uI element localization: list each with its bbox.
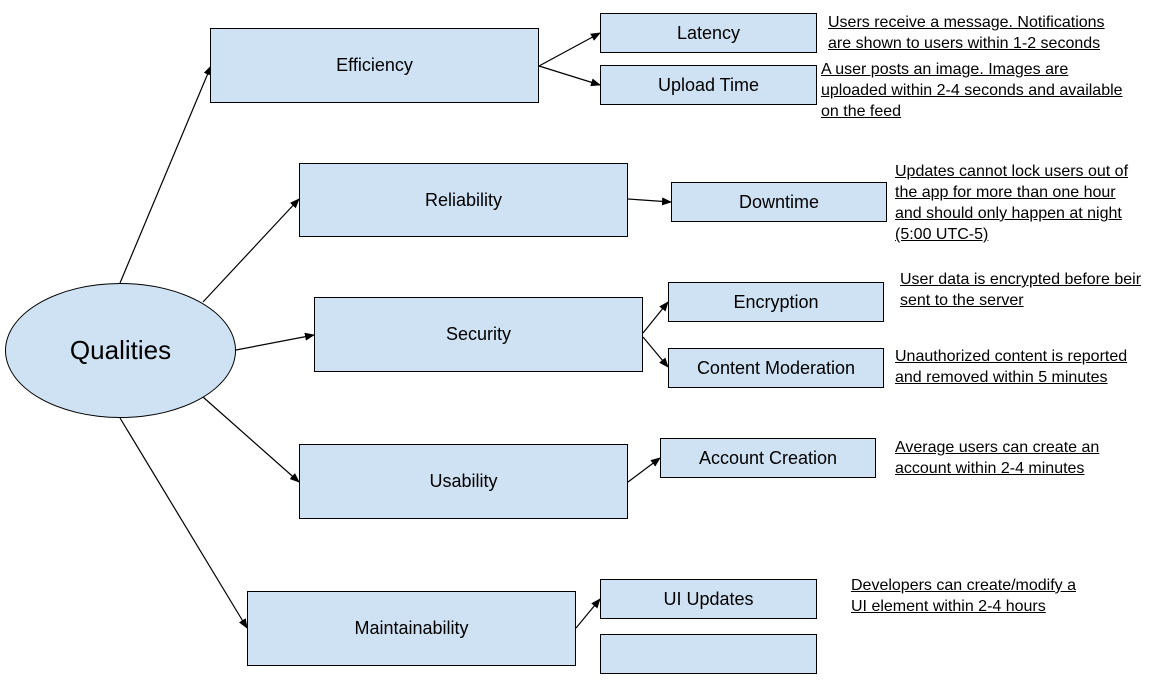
scenario-node-upload-time: Upload Time [600,65,817,105]
scenario-node-encryption: Encryption [668,282,884,322]
scenario-note-upload-time: A user posts an image. Images are upload… [821,61,1123,120]
quality-node-efficiency: Efficiency [210,28,539,103]
scenario-note-encryption: User data is encrypted before beir sent … [900,271,1142,309]
connector-arrow [119,417,248,629]
quality-node-security: Security [314,297,643,372]
connector-arrow [202,396,300,483]
connector-arrow [642,336,669,368]
connector-arrow [627,457,661,483]
connector-arrow [119,65,212,284]
connector-arrow [235,332,315,351]
scenario-node-ui-updates: UI Updates [600,579,817,619]
quality-node-maintainability: Maintainability [247,591,576,666]
scenario-note-content-moderation: Unauthorized content is reported and rem… [895,348,1128,386]
connector-arrow [575,598,601,629]
connector-arrow [627,197,672,206]
quality-node-reliability: Reliability [299,163,628,237]
scenario-node-empty [600,634,817,674]
quality-node-usability: Usability [299,444,628,519]
qualities-root-node: Qualities [5,283,236,418]
scenario-note-downtime: Updates cannot lock users out of the app… [895,163,1129,243]
scenario-node-latency: Latency [600,13,817,53]
scenario-note-ui-updates: Developers can create/modify a UI elemen… [851,577,1076,615]
connector-arrow [538,65,601,87]
scenario-node-content-moderation: Content Moderation [668,348,884,388]
connector-arrow [538,32,601,67]
scenario-node-account-creation: Account Creation [660,438,876,478]
scenario-note-account-creation: Average users can create an account with… [895,439,1100,477]
scenario-node-downtime: Downtime [671,182,887,222]
connector-arrow [642,301,669,334]
connector-arrow [202,198,300,303]
scenario-note-latency: Users receive a message. Notifications a… [828,14,1105,52]
